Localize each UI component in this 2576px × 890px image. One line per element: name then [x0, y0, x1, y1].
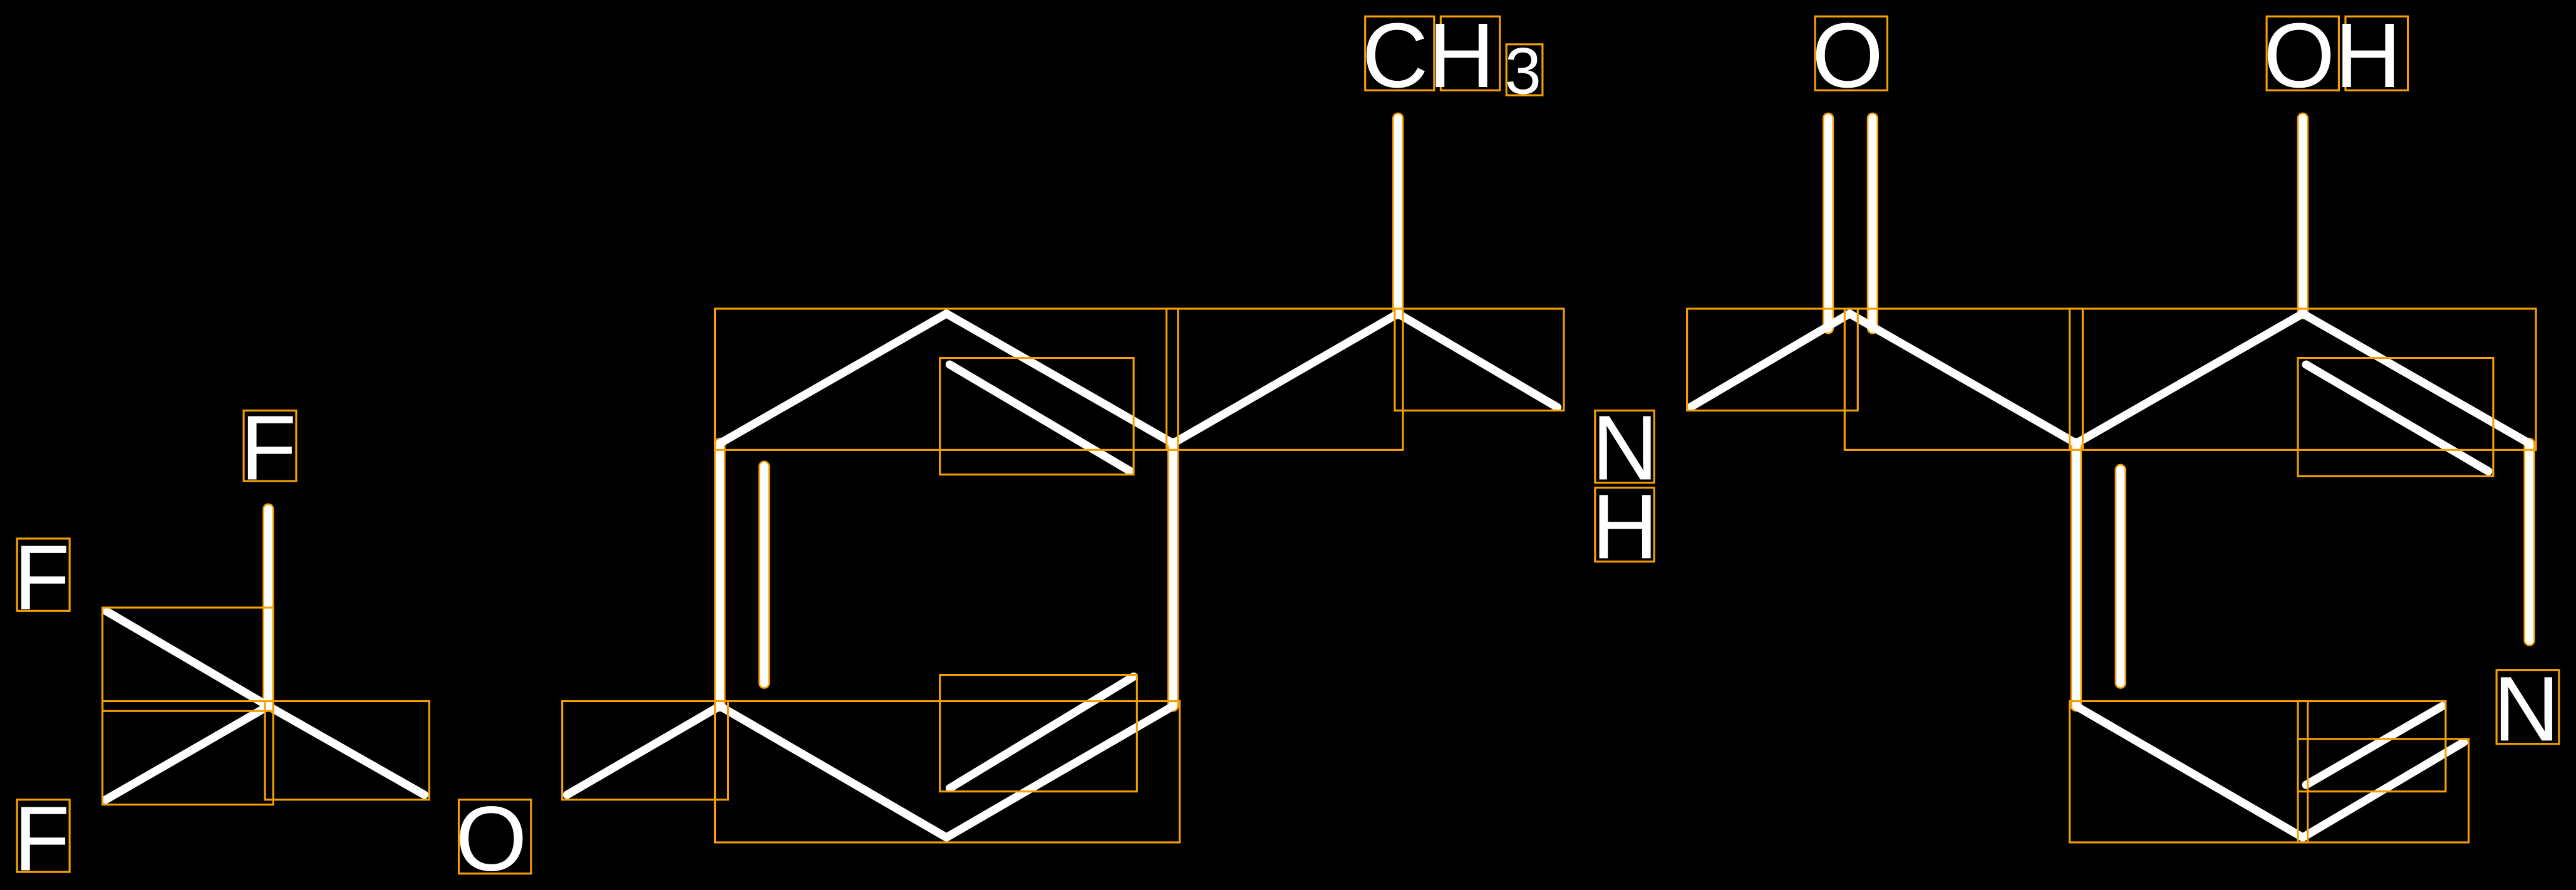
ch3-label: CH	[1362, 4, 1494, 107]
fluorine-left-label: F	[14, 527, 70, 629]
pyridine-nitrogen-label: N	[2493, 658, 2560, 760]
amine-hydrogen-label: H	[1592, 475, 1658, 578]
carbonyl-oxygen-label: O	[1812, 4, 1883, 107]
bounding-boxes	[16, 15, 2560, 875]
atom-labels: CH 3 O OH F F F O N H N	[14, 4, 2560, 890]
fluorine-bottom-label: F	[14, 788, 70, 890]
amine-nitrogen-label: N	[1592, 397, 1658, 500]
bonds	[101, 114, 2534, 842]
ether-oxygen-label: O	[455, 788, 527, 890]
hydroxyl-label: OH	[2263, 4, 2401, 107]
fluorine-top-label: F	[241, 397, 297, 500]
ch3-subscript: 3	[1505, 34, 1541, 108]
